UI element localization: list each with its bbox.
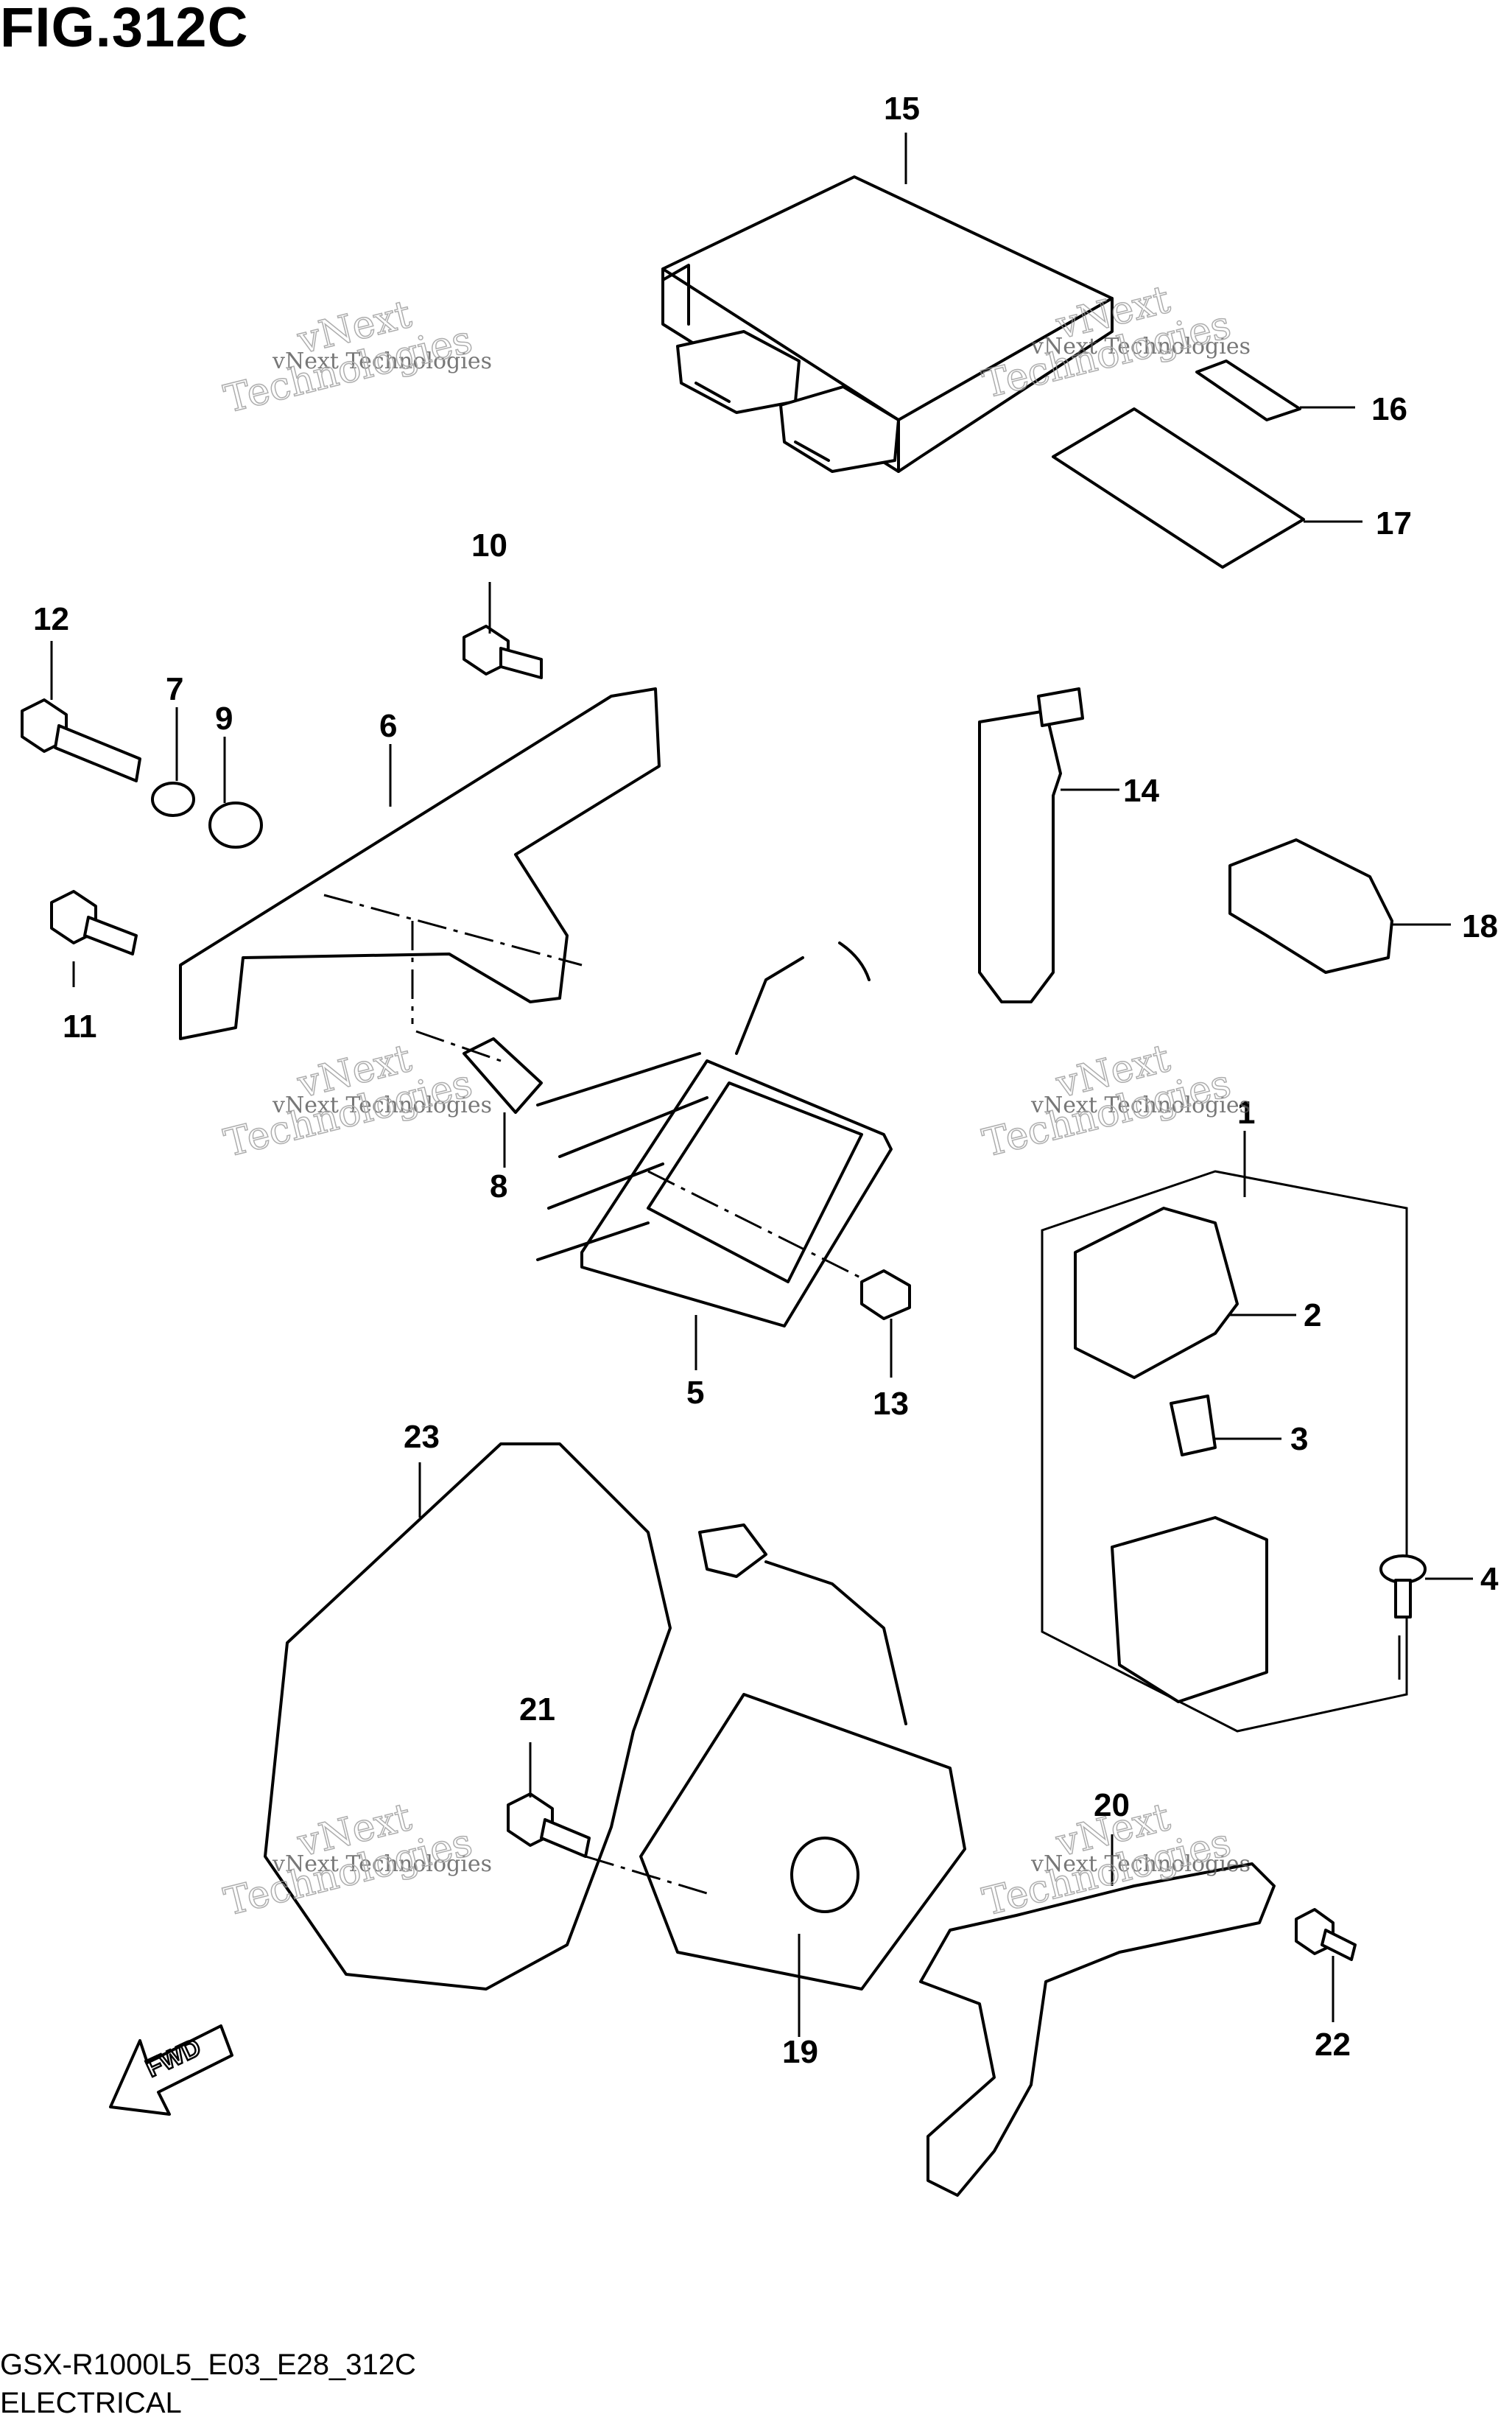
part-17-pad[interactable] xyxy=(1052,407,1305,569)
part-5-regulator[interactable] xyxy=(536,941,893,1328)
callout-22: 22 xyxy=(1315,2027,1351,2063)
callout-21: 21 xyxy=(519,1691,555,1728)
part-22-bolt[interactable] xyxy=(1295,1908,1357,1961)
svg-text:vNext Technologies: vNext Technologies xyxy=(1030,1851,1251,1877)
callout-12: 12 xyxy=(33,601,69,637)
callout-5: 5 xyxy=(686,1375,704,1411)
part-10-bolt[interactable] xyxy=(463,625,543,679)
part-3-fuse[interactable] xyxy=(1170,1395,1217,1456)
callout-6: 6 xyxy=(379,708,397,744)
part-13-nut[interactable] xyxy=(860,1269,911,1320)
part-4-screw[interactable] xyxy=(1379,1554,1427,1618)
part-11-bolt[interactable] xyxy=(50,890,138,955)
part-2-cover[interactable] xyxy=(1074,1207,1239,1379)
callout-3: 3 xyxy=(1290,1421,1308,1457)
callout-13: 13 xyxy=(873,1386,909,1422)
part-8-spacer[interactable] xyxy=(463,1037,543,1114)
starter-relay[interactable] xyxy=(1111,1516,1268,1703)
part-1-kit-outline xyxy=(1041,1170,1408,1733)
part-6-bracket[interactable] xyxy=(179,687,661,1040)
callout-17: 17 xyxy=(1376,505,1412,541)
leader-lines xyxy=(50,133,1473,2037)
callout-7: 7 xyxy=(166,671,183,707)
callout-16: 16 xyxy=(1371,391,1407,427)
callout-23: 23 xyxy=(404,1419,440,1455)
callout-10: 10 xyxy=(471,527,507,564)
svg-text:vNext Technologies: vNext Technologies xyxy=(272,1851,492,1877)
part-18-connector[interactable] xyxy=(1228,838,1393,974)
part-19-sensor[interactable] xyxy=(639,1523,966,1991)
diagram-name: ELECTRICAL xyxy=(0,2387,182,2419)
part-23-cover[interactable] xyxy=(264,1442,672,1991)
callout-19: 19 xyxy=(782,2034,818,2070)
part-20-bracket[interactable] xyxy=(919,1862,1276,2197)
part-9-bush[interactable] xyxy=(208,802,263,849)
callout-2: 2 xyxy=(1304,1297,1321,1333)
callout-4: 4 xyxy=(1480,1561,1499,1597)
callout-numbers: 15 16 17 10 12 7 9 6 11 14 18 8 5 13 1 2… xyxy=(33,91,1499,2070)
svg-text:vNext Technologies: vNext Technologies xyxy=(1030,1092,1251,1118)
part-14-ignition-coil[interactable] xyxy=(978,687,1084,1003)
callout-11: 11 xyxy=(63,1009,97,1045)
svg-text:vNext Technologies: vNext Technologies xyxy=(272,1092,492,1118)
callout-14: 14 xyxy=(1123,773,1159,809)
part-15-ecm[interactable] xyxy=(661,175,1114,473)
callout-15: 15 xyxy=(884,91,920,127)
callout-8: 8 xyxy=(490,1168,507,1204)
callout-9: 9 xyxy=(215,701,233,737)
part-16-tape[interactable] xyxy=(1195,360,1301,421)
callout-18: 18 xyxy=(1462,908,1498,944)
diagram-code: GSX-R1000L5_E03_E28_312C xyxy=(0,2349,416,2381)
svg-text:vNext Technologies: vNext Technologies xyxy=(272,348,492,374)
figure-title: FIG.312C xyxy=(0,0,249,59)
part-12-bolt[interactable] xyxy=(21,698,141,782)
fwd-arrow: FWD xyxy=(109,2024,233,2116)
svg-text:vNext Technologies: vNext Technologies xyxy=(1030,334,1251,360)
callout-1: 1 xyxy=(1237,1095,1255,1131)
callout-20: 20 xyxy=(1094,1787,1130,1823)
part-7-washer[interactable] xyxy=(151,782,195,817)
